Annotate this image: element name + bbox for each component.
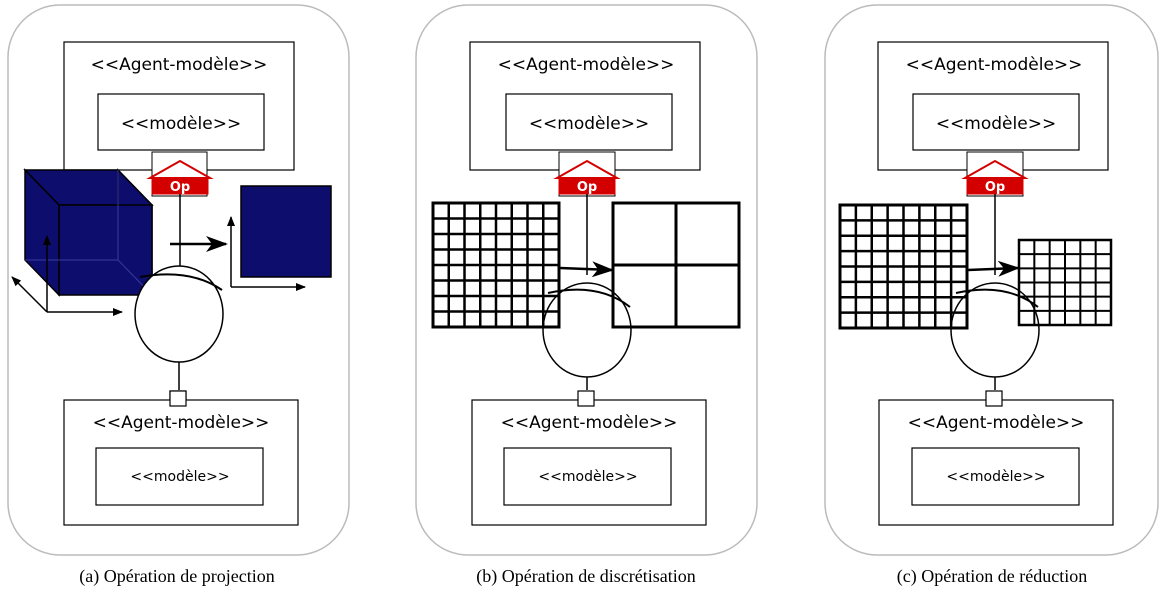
reduced-grid (1017, 238, 1113, 327)
top-model-box (912, 93, 1080, 151)
panel-a: <<Agent-modèle>> <<modèle>> Op (7, 4, 350, 587)
agent-circle (950, 282, 1040, 378)
caption-b: (b) Opération de discrétisation (476, 566, 695, 587)
panel-c: <<Agent-modèle>> <<modèle>> Op <<Agent-m… (824, 4, 1159, 587)
svg-text:Op: Op (577, 180, 597, 195)
axes-3d (11, 235, 123, 316)
axes-2d (227, 216, 306, 291)
panel-frame (7, 4, 350, 556)
agent-circle (134, 265, 224, 363)
top-agent-title: <<Agent-modèle>> (906, 55, 1083, 75)
coarse-grid (611, 201, 741, 329)
bottom-agent-title: <<Agent-modèle>> (93, 413, 270, 433)
bottom-port (577, 390, 595, 407)
agent-circle (542, 282, 632, 378)
agent-arc (547, 288, 631, 308)
large-grid (838, 203, 969, 330)
top-model-label: <<modèle>> (121, 114, 241, 134)
top-model-box (505, 93, 673, 151)
bottom-model-box (503, 447, 672, 506)
svg-text:Op: Op (985, 180, 1005, 195)
agent-arc (139, 273, 223, 291)
bottom-model-label: <<modèle>> (946, 469, 1045, 485)
caption-c: (c) Opération de réduction (897, 566, 1087, 587)
bottom-model-label: <<modèle>> (130, 469, 229, 485)
top-model-label: <<modèle>> (529, 114, 649, 134)
bottom-agent-title: <<Agent-modèle>> (501, 413, 678, 433)
panel-frame (415, 4, 758, 556)
top-agent-title: <<Agent-modèle>> (91, 55, 268, 75)
operator-icon: Op (553, 159, 621, 195)
bottom-model-box (911, 447, 1080, 506)
fine-grid (431, 201, 561, 329)
projected-square (240, 185, 332, 278)
top-model-label: <<modèle>> (936, 114, 1056, 134)
top-agent-title: <<Agent-modèle>> (498, 55, 675, 75)
svg-text:Op: Op (170, 180, 190, 195)
agent-arc (955, 288, 1039, 308)
reduction-arrow (967, 260, 1020, 277)
bottom-agent-title: <<Agent-modèle>> (908, 413, 1085, 433)
top-model-box (97, 93, 265, 151)
cube-3d (23, 168, 154, 297)
panel-frame (824, 4, 1159, 556)
bottom-model-label: <<modèle>> (538, 469, 637, 485)
panel-b: <<Agent-modèle>> <<modèle>> Op <<Agent-m… (415, 4, 758, 587)
caption-a: (a) Opération de projection (79, 566, 274, 587)
discretisation-arrow (559, 261, 614, 278)
bottom-port (985, 390, 1003, 407)
bottom-model-box (95, 447, 264, 506)
